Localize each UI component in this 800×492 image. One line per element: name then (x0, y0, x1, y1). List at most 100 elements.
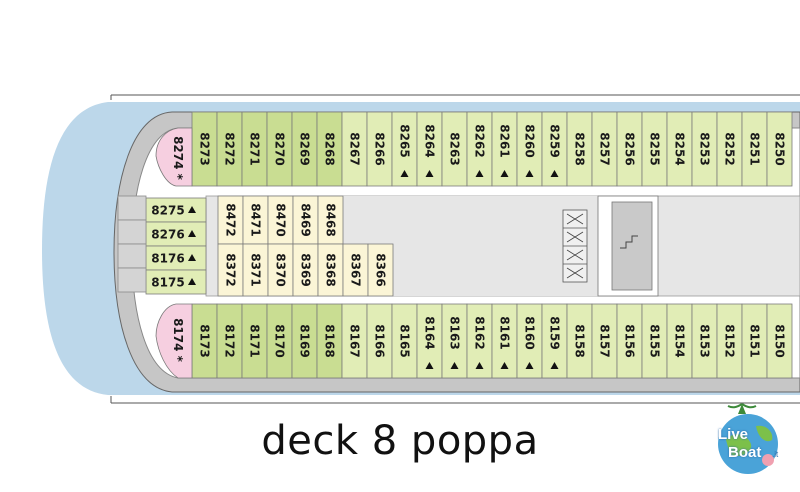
cabin-8256[interactable]: 8256 (616, 111, 643, 187)
accessible-icon (550, 362, 559, 369)
hull-slat (117, 219, 147, 245)
cabin-8175[interactable]: 8175 (145, 269, 207, 295)
cabin-8468[interactable]: 8468 (317, 195, 344, 245)
cabin-box (155, 127, 193, 187)
cabin-8157[interactable]: 8157 (591, 303, 618, 379)
cabin-8370[interactable]: 8370 (267, 243, 294, 297)
cabin-8150[interactable]: 8150 (766, 303, 793, 379)
cabin-8270[interactable]: 8270 (266, 111, 293, 187)
cabin-8172[interactable]: 8172 (216, 303, 243, 379)
cabin-number: 8268 (323, 132, 337, 165)
cabin-8267[interactable]: 8267 (341, 111, 368, 187)
cabin-box (641, 111, 668, 187)
cabin-8251[interactable]: 8251 (741, 111, 768, 187)
cabin-8161[interactable]: 8161 (491, 303, 518, 379)
cabin-number: 8155 (648, 324, 662, 357)
cabin-number: 8257 (598, 132, 612, 165)
cabin-number: 8261 (498, 124, 512, 157)
cabin-number: 8276 (151, 228, 184, 242)
cabin-number: 8160 (523, 316, 537, 349)
cabin-8170[interactable]: 8170 (266, 303, 293, 379)
cabin-8163[interactable]: 8163 (441, 303, 468, 379)
cabin-8176[interactable]: 8176 (145, 245, 207, 271)
cabin-8151[interactable]: 8151 (741, 303, 768, 379)
cabin-number: 8275 (151, 204, 184, 218)
cabin-8469[interactable]: 8469 (292, 195, 319, 245)
cabin-8372[interactable]: 8372 (217, 243, 244, 297)
cabin-8271[interactable]: 8271 (241, 111, 268, 187)
cabin-number: 8272 (223, 132, 237, 165)
cabin-8253[interactable]: 8253 (691, 111, 718, 187)
cabin-number: 8174 * (171, 318, 185, 363)
cabin-8269[interactable]: 8269 (291, 111, 318, 187)
cabin-8156[interactable]: 8156 (616, 303, 643, 379)
cabin-8371[interactable]: 8371 (242, 243, 269, 297)
cabin-8367[interactable]: 8367 (342, 243, 369, 297)
cabin-8273[interactable]: 8273 (191, 111, 218, 187)
cabin-8167[interactable]: 8167 (341, 303, 368, 379)
cabin-8265[interactable]: 8265 (391, 111, 418, 187)
cabin-number: 8255 (648, 132, 662, 165)
cabin-box (216, 111, 243, 187)
cabin-8470[interactable]: 8470 (267, 195, 294, 245)
accessible-icon (188, 278, 196, 285)
cabin-8152[interactable]: 8152 (716, 303, 743, 379)
cabin-number: 8372 (224, 253, 238, 286)
cabin-8368[interactable]: 8368 (317, 243, 344, 297)
cabin-number: 8367 (349, 253, 363, 286)
cabin-box (716, 111, 743, 187)
cabin-box (242, 243, 269, 297)
cabin-box (716, 303, 743, 379)
cabin-8263[interactable]: 8263 (441, 111, 468, 187)
cabin-8369[interactable]: 8369 (292, 243, 319, 297)
cabin-8173[interactable]: 8173 (191, 303, 218, 379)
accessible-icon (550, 170, 559, 177)
cabin-8272[interactable]: 8272 (216, 111, 243, 187)
accessible-icon (188, 230, 196, 237)
cabin-8169[interactable]: 8169 (291, 303, 318, 379)
cabin-8164[interactable]: 8164 (416, 303, 443, 379)
cabin-8276[interactable]: 8276 (145, 221, 207, 247)
cabin-8274[interactable]: 8274 * (155, 127, 193, 187)
cabin-8259[interactable]: 8259 (541, 111, 568, 187)
cabin-box (242, 195, 269, 245)
cabin-8266[interactable]: 8266 (366, 111, 393, 187)
cabin-box (366, 303, 393, 379)
cabin-8171[interactable]: 8171 (241, 303, 268, 379)
cabin-8158[interactable]: 8158 (566, 303, 593, 379)
cabin-8166[interactable]: 8166 (366, 303, 393, 379)
cabin-8168[interactable]: 8168 (316, 303, 343, 379)
cabin-number: 8163 (448, 316, 462, 349)
accessible-icon (425, 362, 434, 369)
cabin-8250[interactable]: 8250 (766, 111, 793, 187)
cabin-8252[interactable]: 8252 (716, 111, 743, 187)
cabin-8268[interactable]: 8268 (316, 111, 343, 187)
cabin-8255[interactable]: 8255 (641, 111, 668, 187)
cabin-8264[interactable]: 8264 (416, 111, 443, 187)
cabin-box (591, 111, 618, 187)
cabin-8257[interactable]: 8257 (591, 111, 618, 187)
cabin-8154[interactable]: 8154 (666, 303, 693, 379)
cabin-8258[interactable]: 8258 (566, 111, 593, 187)
cabin-8366[interactable]: 8366 (367, 243, 394, 297)
cabin-8275[interactable]: 8275 (145, 197, 207, 223)
cabin-8162[interactable]: 8162 (466, 303, 493, 379)
cabin-8472[interactable]: 8472 (217, 195, 244, 245)
cabin-number: 8264 (423, 124, 437, 157)
logo-word-boat: Boat (728, 444, 762, 461)
cabin-8260[interactable]: 8260 (516, 111, 543, 187)
cabin-8165[interactable]: 8165 (391, 303, 418, 379)
cabin-8155[interactable]: 8155 (641, 303, 668, 379)
cabin-8159[interactable]: 8159 (541, 303, 568, 379)
cabin-8261[interactable]: 8261 (491, 111, 518, 187)
cabin-8160[interactable]: 8160 (516, 303, 543, 379)
cabin-8471[interactable]: 8471 (242, 195, 269, 245)
cabin-8174[interactable]: 8174 * (155, 303, 193, 379)
cabin-number: 8172 (223, 324, 237, 357)
cabin-8262[interactable]: 8262 (466, 111, 493, 187)
cabin-8153[interactable]: 8153 (691, 303, 718, 379)
accessible-icon (400, 170, 409, 177)
cabin-number: 8176 (151, 252, 184, 266)
cabin-8254[interactable]: 8254 (666, 111, 693, 187)
